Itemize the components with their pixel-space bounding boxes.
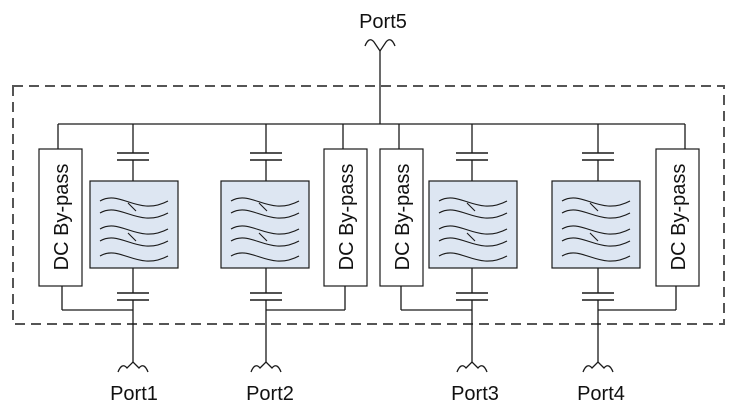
ch2-dc-bypass-label: DC By-pass <box>336 164 358 271</box>
ch1-dc-bypass-box <box>38 148 83 287</box>
port1-label: Port1 <box>110 383 158 405</box>
enclosure-border <box>12 85 725 325</box>
port4-connector <box>582 361 614 373</box>
ch1-dc-bypass-label: DC By-pass <box>51 164 73 271</box>
ch2-dc-bypass-box <box>323 148 368 287</box>
port4-label: Port4 <box>577 383 625 405</box>
ch4-dc-bypass-label: DC By-pass <box>668 164 690 271</box>
port2-connector <box>250 361 282 373</box>
ch4-dc-bypass-box <box>655 148 700 287</box>
ch3-dc-bypass-label: DC By-pass <box>392 164 414 271</box>
port1-connector <box>117 361 149 373</box>
port5-label: Port5 <box>359 11 407 33</box>
port5-connector <box>364 39 396 53</box>
ch1-filter-icon <box>99 197 169 262</box>
port2-label: Port2 <box>246 383 294 405</box>
port3-label: Port3 <box>451 383 499 405</box>
ch3-dc-bypass-box <box>379 148 424 287</box>
ch3-filter-box <box>428 180 518 269</box>
ch1-filter-box <box>89 180 179 269</box>
ch2-filter-icon <box>230 197 300 262</box>
port3-connector <box>456 361 488 373</box>
ch3-filter-icon <box>438 197 508 262</box>
ch4-filter-icon <box>561 197 631 262</box>
